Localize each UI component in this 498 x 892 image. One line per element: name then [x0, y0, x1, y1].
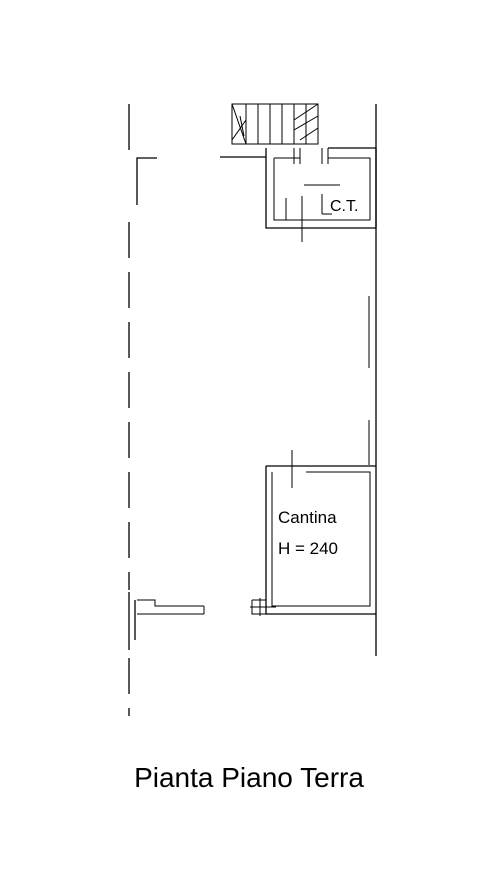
right-wall	[368, 104, 377, 656]
room-cantina	[265, 450, 376, 615]
plan-title: Pianta Piano Terra	[134, 762, 364, 793]
room-height-cantina: H = 240	[278, 539, 338, 558]
room-label-cantina: Cantina	[278, 508, 337, 527]
room-label-ct: C.T.	[330, 198, 358, 215]
entrance-walls	[137, 598, 276, 616]
left-wall	[128, 104, 157, 716]
room-ct	[265, 147, 377, 242]
staircase	[220, 103, 319, 158]
